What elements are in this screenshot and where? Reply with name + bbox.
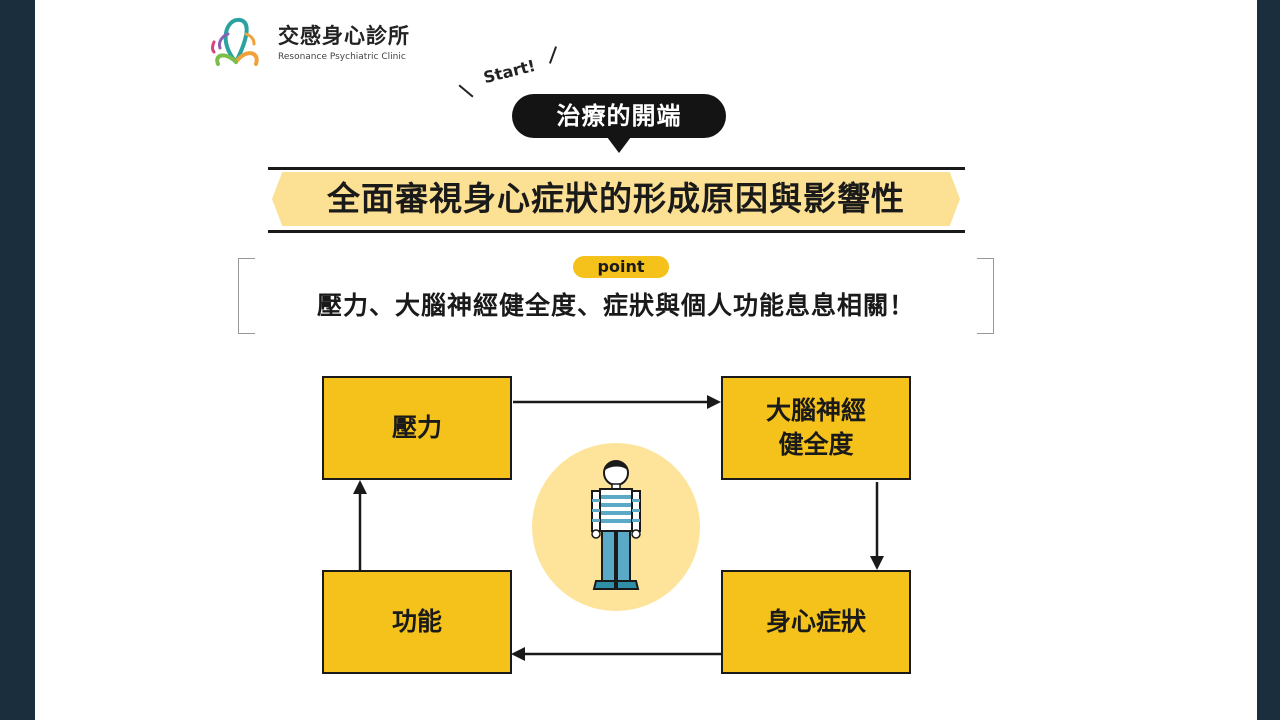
brain-label-line1: 大腦神經 <box>765 396 866 425</box>
function-label: 功能 <box>391 607 442 636</box>
point-bracket-left <box>238 258 255 334</box>
banner-rule-top <box>268 167 965 170</box>
start-slash-right <box>548 46 558 64</box>
clinic-logo-icon <box>211 17 259 66</box>
start-slash-left <box>458 84 474 98</box>
headline-banner <box>272 172 960 226</box>
treatment-start-bubble: 治療的開端 <box>512 94 726 138</box>
arrow-up-icon <box>353 480 367 570</box>
arrow-down-icon <box>870 482 884 570</box>
symptom-label: 身心症狀 <box>765 607 866 636</box>
clinic-name: 交感身心診所 <box>278 24 410 48</box>
bubble-tail <box>607 137 631 153</box>
point-badge: point <box>573 256 669 278</box>
headline-text: 全面審視身心症狀的形成原因與影響性 <box>327 179 905 218</box>
point-text: 壓力、大腦神經健全度、症狀與個人功能息息相關！ <box>316 291 915 320</box>
person-illustration-icon <box>591 460 641 590</box>
cycle-box-brain-health: 大腦神經 健全度 <box>721 376 911 480</box>
stress-label: 壓力 <box>391 413 442 442</box>
cycle-box-symptoms: 身心症狀 <box>721 570 911 674</box>
cycle-box-function: 功能 <box>322 570 512 674</box>
banner-rule-bottom <box>268 230 965 233</box>
point-bracket-right <box>977 258 994 334</box>
clinic-subtitle: Resonance Psychiatric Clinic <box>278 52 406 62</box>
start-label: Start! <box>481 55 538 88</box>
cycle-box-stress: 壓力 <box>322 376 512 480</box>
brain-label-line2: 健全度 <box>778 430 854 459</box>
arrow-right-icon <box>513 395 721 409</box>
arrow-left-icon <box>511 647 721 661</box>
slide-page: 交感身心診所 Resonance Psychiatric Clinic Star… <box>35 0 1257 720</box>
